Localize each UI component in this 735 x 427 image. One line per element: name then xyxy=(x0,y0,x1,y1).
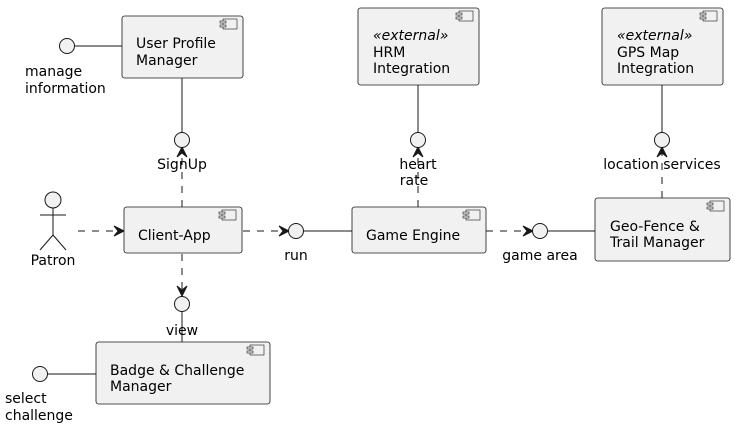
interface-label-line: SignUp xyxy=(157,157,207,173)
component-hrm-integration: «external» HRM Integration xyxy=(357,7,480,86)
component-label-line: Game Engine xyxy=(366,228,460,244)
actor-leg xyxy=(39,234,54,251)
component-label-line: User Profile xyxy=(136,36,216,52)
component-label-line: GPS Map xyxy=(617,45,679,61)
interface-heart-rate: heart rate xyxy=(399,132,437,189)
component-label-line: Integration xyxy=(617,61,694,77)
arrowhead-client-app xyxy=(113,225,126,237)
interface-view: view xyxy=(166,296,198,339)
arrowhead-game-area xyxy=(522,225,535,237)
component-geo-fence-trail-manager: Geo-Fence & Trail Manager xyxy=(594,197,731,262)
interface-manage-information: manage information xyxy=(25,38,106,97)
arrowhead-signup xyxy=(176,145,188,158)
interface-label-line: select xyxy=(5,391,47,407)
component-badge-challenge-manager: Badge & Challenge Manager xyxy=(95,341,271,405)
component-label-line: Geo-Fence & xyxy=(610,219,700,235)
interface-label-line: rate xyxy=(400,173,428,189)
interface-game-area: game area xyxy=(502,223,578,264)
component-gps-map-integration: «external» GPS Map Integration xyxy=(601,7,724,86)
interface-label-line: manage xyxy=(25,64,82,80)
stereotype-label: «external» xyxy=(373,28,448,44)
component-game-engine: Game Engine xyxy=(351,206,487,254)
stereotype-label: «external» xyxy=(617,28,692,44)
interface-label-line: view xyxy=(166,323,198,339)
component-label-line: Badge & Challenge xyxy=(110,363,244,379)
interface-run: run xyxy=(284,223,308,264)
component-user-profile-manager: User Profile Manager xyxy=(121,15,244,79)
arrowhead-location xyxy=(656,145,668,158)
component-label-line: Client-App xyxy=(138,228,211,244)
component-label-line: Integration xyxy=(373,61,450,77)
interface-label-line: challenge xyxy=(5,408,73,424)
interface-location-services: location services xyxy=(603,132,721,173)
interface-label-line: game area xyxy=(502,248,577,264)
component-label-line: Manager xyxy=(136,53,198,69)
interface-label-line: run xyxy=(284,248,308,264)
arrowhead-view xyxy=(176,285,188,298)
arrowhead-run xyxy=(278,225,291,237)
interface-label-line: location services xyxy=(603,157,720,173)
arrowhead-heart-rate xyxy=(412,145,424,158)
interface-label-line: information xyxy=(25,81,106,97)
connectors xyxy=(48,45,668,375)
interface-select-challenge: select challenge xyxy=(5,366,73,424)
interface-signup: SignUp xyxy=(157,132,207,173)
component-label-line: Trail Manager xyxy=(609,235,705,251)
component-label-line: HRM xyxy=(373,45,405,61)
component-label-line: Manager xyxy=(110,379,172,395)
interface-label-line: heart xyxy=(399,157,437,173)
component-client-app: Client-App xyxy=(123,206,243,254)
actor-label: Patron xyxy=(31,253,76,269)
actor-head xyxy=(44,191,62,209)
actor-leg xyxy=(52,234,67,251)
actor-patron: Patron xyxy=(31,191,76,269)
